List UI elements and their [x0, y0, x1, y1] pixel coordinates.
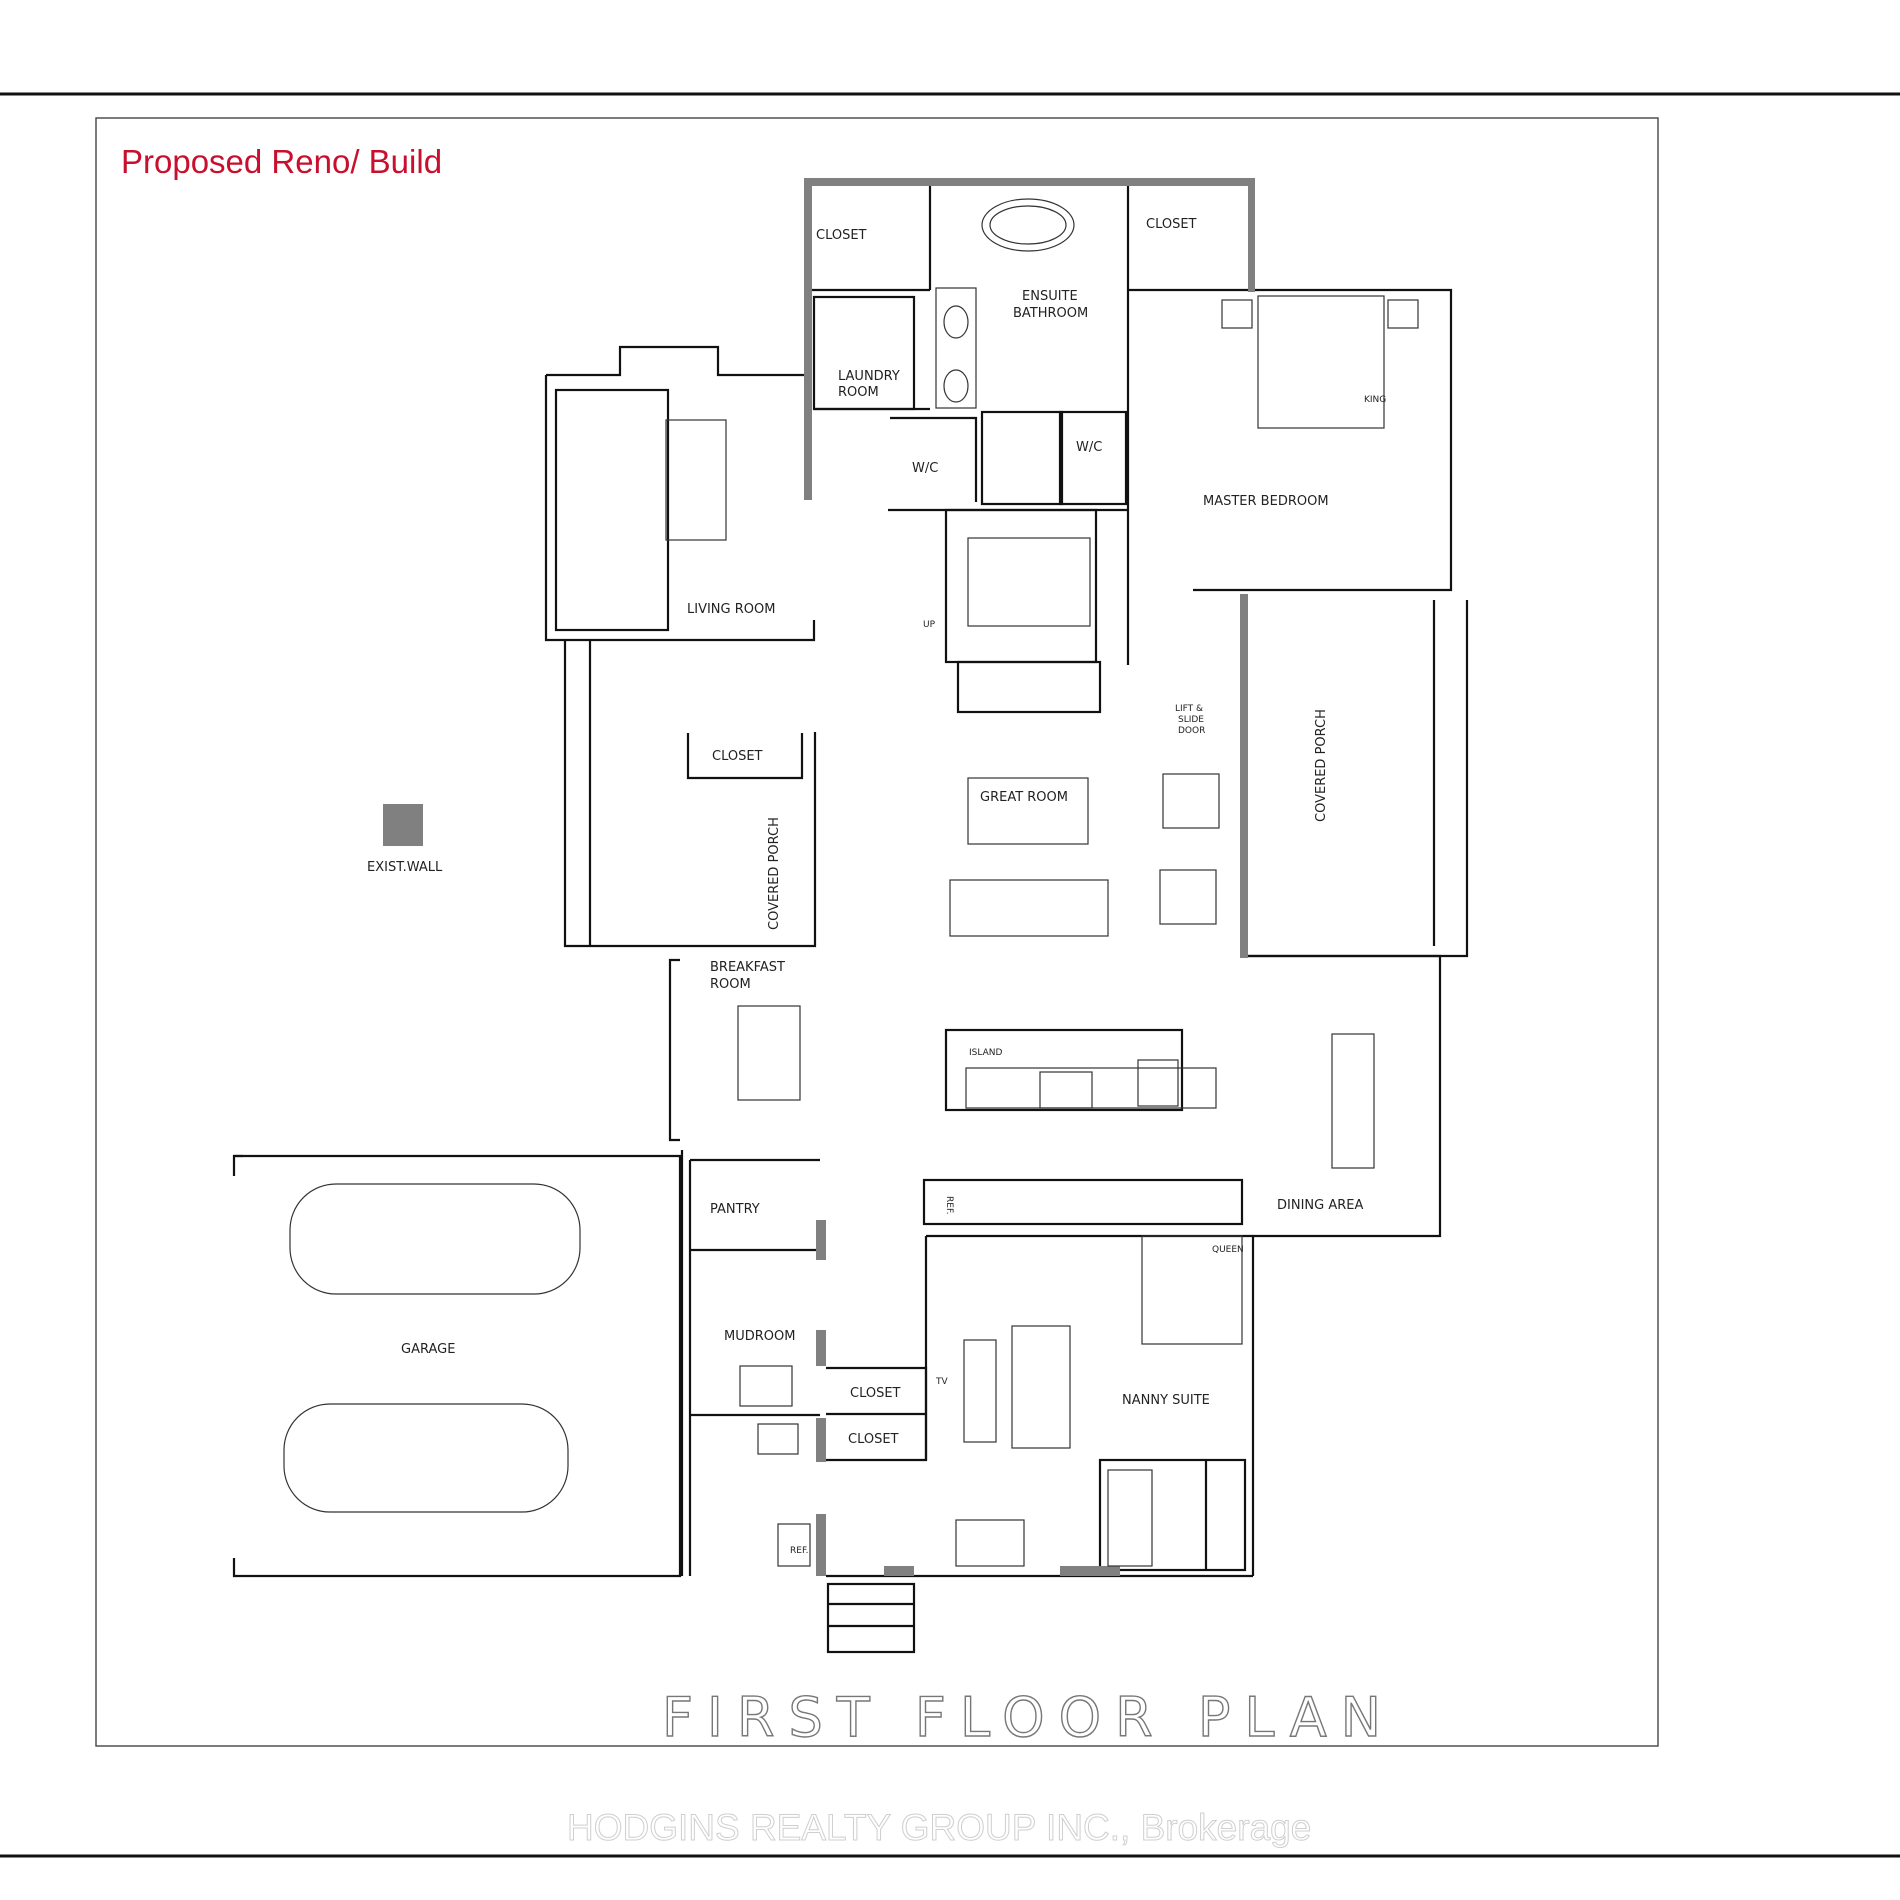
label-mudroom: MUDROOM	[724, 1329, 795, 1344]
label-dining-area: DINING AREA	[1277, 1198, 1363, 1213]
label-covered-porch-right: COVERED PORCH	[1314, 709, 1329, 822]
label-nanny-suite: NANNY SUITE	[1122, 1393, 1210, 1408]
exist-wall-swatch	[383, 804, 423, 846]
drawing-frame	[95, 117, 1659, 1747]
room-labels: CLOSET CLOSET ENSUITE BATHROOM LAUNDRY R…	[401, 217, 1386, 1556]
label-wc-right: W/C	[1076, 440, 1102, 455]
label-closet-mid: CLOSET	[712, 749, 763, 764]
label-queen: QUEEN	[1212, 1245, 1244, 1255]
label-breakfast-1: BREAKFAST	[710, 960, 785, 975]
exist-wall-label: EXIST.WALL	[367, 860, 443, 875]
label-covered-porch-left: COVERED PORCH	[767, 817, 782, 930]
label-laundry-2: ROOM	[838, 385, 879, 400]
label-pantry: PANTRY	[710, 1202, 760, 1217]
label-wc-left: W/C	[912, 461, 938, 476]
plan-title: FIRST FLOOR PLAN	[662, 1686, 1395, 1749]
label-master-bedroom: MASTER BEDROOM	[1203, 494, 1329, 509]
watermark: HODGINS REALTY GROUP INC., Brokerage	[567, 1807, 1311, 1848]
label-lift-1: LIFT &	[1175, 704, 1203, 714]
label-laundry-1: LAUNDRY	[838, 369, 900, 384]
label-ref-nanny: REF.	[790, 1546, 809, 1556]
existing-walls	[804, 178, 1255, 1576]
label-ensuite-2: BATHROOM	[1013, 306, 1088, 321]
label-great-room: GREAT ROOM	[980, 790, 1068, 805]
label-ref-kitchen: REF.	[944, 1196, 954, 1215]
label-garage: GARAGE	[401, 1342, 455, 1357]
label-island: ISLAND	[969, 1048, 1002, 1058]
fixtures	[283, 198, 1419, 1567]
label-living-room: LIVING ROOM	[687, 602, 775, 617]
label-closet-lower-1: CLOSET	[850, 1386, 901, 1401]
label-closet-ne: CLOSET	[1146, 217, 1197, 232]
label-lift-2: SLIDE	[1178, 715, 1204, 725]
header-title: Proposed Reno/ Build	[121, 143, 442, 180]
label-ensuite-1: ENSUITE	[1022, 289, 1078, 304]
label-lift-3: DOOR	[1178, 726, 1205, 736]
label-closet-nw: CLOSET	[816, 228, 867, 243]
label-breakfast-2: ROOM	[710, 977, 751, 992]
label-tv: TV	[935, 1377, 948, 1387]
label-king: KING	[1364, 395, 1386, 405]
label-up: UP	[923, 620, 936, 630]
label-closet-lower-2: CLOSET	[848, 1432, 899, 1447]
